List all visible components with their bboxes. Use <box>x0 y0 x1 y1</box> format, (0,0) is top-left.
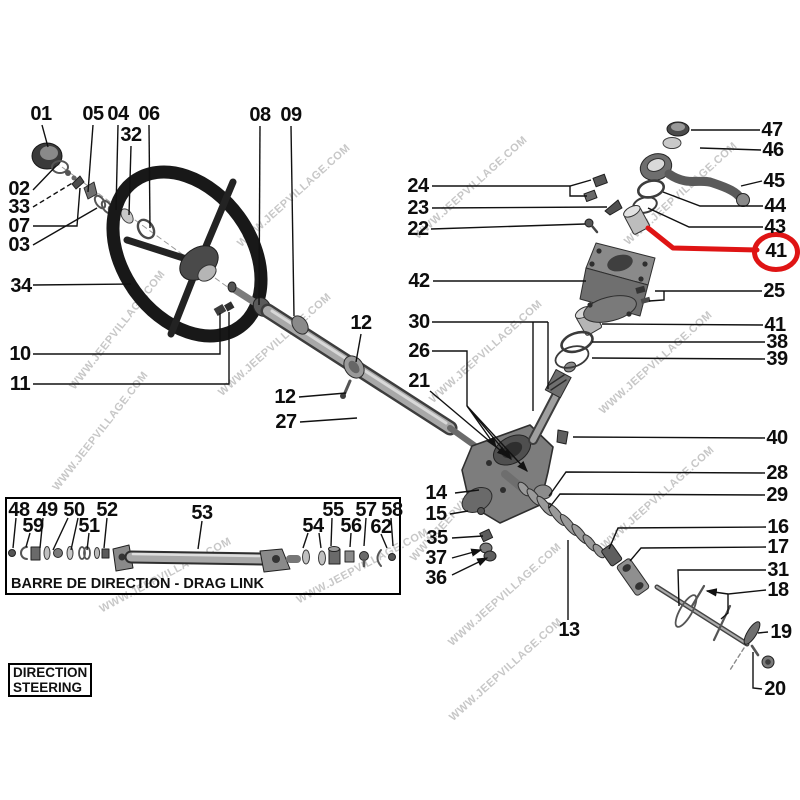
drag-link-rod <box>8 544 396 573</box>
leader-line <box>128 145 132 216</box>
cover-bracket <box>579 173 656 323</box>
leader-line <box>25 532 31 548</box>
leader-line <box>197 520 203 550</box>
leader-line <box>451 535 484 539</box>
leader-line <box>740 180 763 187</box>
leader-line <box>647 207 763 228</box>
leader-line <box>705 588 729 597</box>
leader-line <box>432 179 592 187</box>
leader-line <box>699 147 762 151</box>
leader-line <box>32 181 75 208</box>
leader-line <box>757 631 769 634</box>
steering-column <box>227 281 481 451</box>
leader-line <box>548 471 766 497</box>
leader-line <box>32 283 132 286</box>
leader-line <box>299 417 358 423</box>
leader-line <box>103 517 108 549</box>
title-box: DIRECTION STEERING <box>8 663 93 697</box>
leader-line <box>390 517 394 547</box>
leader-line <box>572 436 766 439</box>
leader-line <box>32 207 98 246</box>
leader-line <box>648 291 665 302</box>
leader-line <box>302 532 309 549</box>
leader-line <box>115 124 119 211</box>
leader-line <box>363 517 367 547</box>
worm-shaft <box>528 306 603 445</box>
leader-line <box>449 510 469 515</box>
drag-link-box: BARRE DE DIRECTION - DRAG LINK <box>5 497 401 595</box>
leader-line <box>258 125 261 306</box>
pitman-arm <box>623 121 750 235</box>
leader-line <box>290 125 295 317</box>
leader-line <box>86 532 90 551</box>
leader-line <box>380 533 388 549</box>
leader-line <box>32 165 57 191</box>
leader-line <box>677 569 766 607</box>
watermark-text: WWW.JEEPVILLAGE.COM <box>50 369 150 493</box>
drag-link-caption: BARRE DE DIRECTION - DRAG LINK <box>11 576 264 592</box>
leader-line <box>432 350 468 406</box>
title-line-fr: DIRECTION <box>13 665 88 680</box>
leader-line <box>41 124 49 148</box>
watermark-text: WWW.JEEPVILLAGE.COM <box>67 268 167 392</box>
watermark-text: WWW.JEEPVILLAGE.COM <box>427 298 545 406</box>
leader-line <box>591 357 766 360</box>
leader-line <box>87 124 94 193</box>
leader-line <box>608 526 767 550</box>
leader-line <box>431 206 608 209</box>
leader-line <box>451 548 483 559</box>
leader-line <box>70 517 79 551</box>
leader-line <box>720 589 767 620</box>
leader-line <box>451 557 489 576</box>
leader-line <box>629 546 767 562</box>
leader-lines <box>12 124 769 690</box>
leader-line <box>548 493 766 509</box>
leader-line <box>662 191 763 207</box>
title-line-en: STEERING <box>13 680 83 695</box>
watermark-text: WWW.JEEPVILLAGE.COM <box>412 134 530 242</box>
leader-line <box>39 517 44 549</box>
leader-line <box>355 333 362 363</box>
leader-line <box>601 323 764 326</box>
leader-line <box>752 652 763 690</box>
leader-line <box>454 489 480 494</box>
leader-line <box>12 517 17 549</box>
steering-gearbox <box>461 424 554 562</box>
leader-line <box>569 186 587 197</box>
leader-line <box>318 532 322 549</box>
leader-line <box>429 390 509 457</box>
leader-line <box>52 517 69 551</box>
leader-line <box>430 223 586 230</box>
leader-line <box>33 312 230 385</box>
leader-line <box>148 124 151 229</box>
highlight-41 <box>645 225 800 272</box>
leader-line <box>298 392 347 398</box>
worm-bellows <box>501 470 650 596</box>
leader-line <box>330 517 333 547</box>
leader-line <box>33 187 81 227</box>
leader-line <box>33 313 221 355</box>
leader-line <box>466 405 528 473</box>
tie-rod <box>654 584 775 671</box>
steering-wheel <box>106 165 268 343</box>
parts-art <box>8 121 775 671</box>
leader-line <box>349 532 352 548</box>
watermark-text: WWW.JEEPVILLAGE.COM <box>599 444 717 552</box>
